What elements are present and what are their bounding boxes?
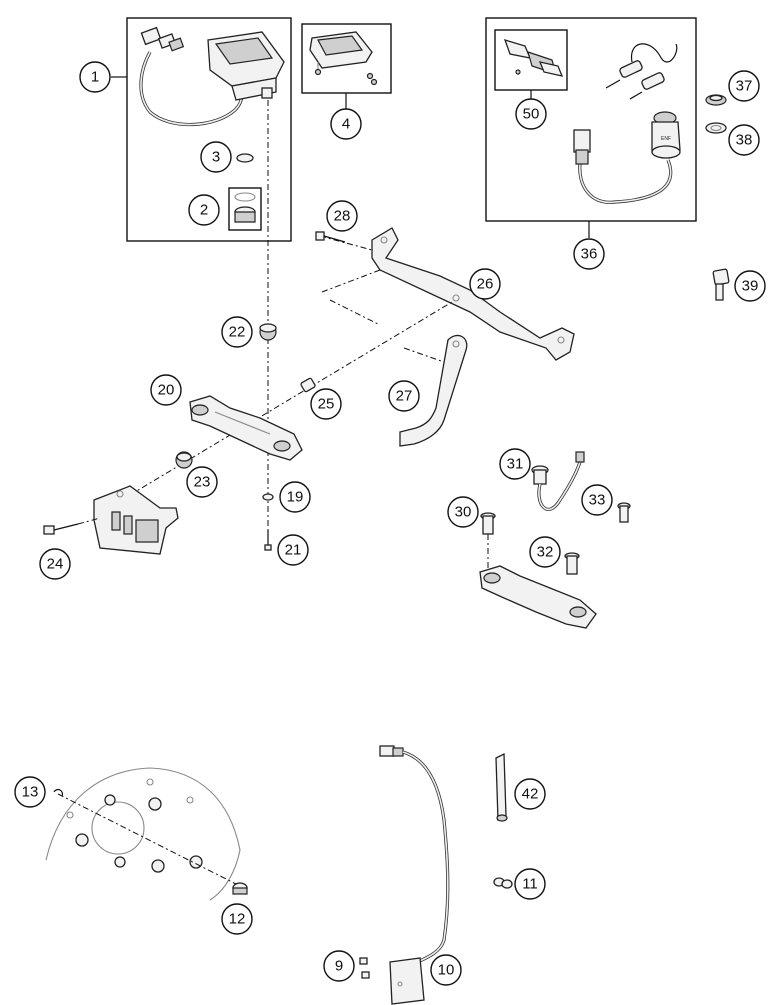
callout-21: 21 xyxy=(277,534,309,566)
ignition-keys-part xyxy=(605,43,678,100)
plug-32-part xyxy=(564,552,580,575)
screw-21-part xyxy=(264,530,272,551)
svg-text:28: 28 xyxy=(334,208,351,225)
callout-25: 25 xyxy=(310,388,342,420)
bolt-24-part xyxy=(43,523,79,535)
svg-text:27: 27 xyxy=(396,388,413,405)
callout-33: 33 xyxy=(581,484,613,516)
svg-text:24: 24 xyxy=(47,556,64,573)
callout-2: 2 xyxy=(188,194,220,226)
svg-text:1: 1 xyxy=(91,69,99,86)
callout-39: 39 xyxy=(734,270,766,302)
circlip-13-part xyxy=(53,788,64,797)
speedometer-kit-box xyxy=(126,17,292,242)
svg-text:32: 32 xyxy=(537,544,554,561)
svg-text:12: 12 xyxy=(229,911,246,928)
ignition-lock-kit-box xyxy=(485,17,697,222)
callout-22: 22 xyxy=(221,316,253,348)
callout-23: 23 xyxy=(186,466,218,498)
callout-12: 12 xyxy=(221,903,253,935)
cap-part xyxy=(236,153,254,163)
callout-10: 10 xyxy=(430,954,462,986)
svg-text:33: 33 xyxy=(589,492,606,509)
plate-24-part xyxy=(93,485,179,555)
callout-27: 27 xyxy=(388,380,420,412)
svg-text:26: 26 xyxy=(477,276,494,293)
spacer-25-part xyxy=(300,377,316,393)
clamp-bracket-32-part xyxy=(479,565,597,629)
svg-text:3: 3 xyxy=(212,149,220,166)
ignition-marking: ENF xyxy=(661,136,671,142)
brake-disc-part xyxy=(45,767,241,901)
callout-9: 9 xyxy=(323,950,355,982)
clamp-bracket-20-part xyxy=(189,395,303,461)
clip-11-part xyxy=(493,877,513,889)
callout-3: 3 xyxy=(200,141,232,173)
svg-text:36: 36 xyxy=(581,246,598,263)
screws-9-part xyxy=(359,957,370,979)
svg-text:38: 38 xyxy=(736,132,753,149)
plug-33-part xyxy=(617,502,631,523)
callout-36: 36 xyxy=(573,238,605,270)
svg-text:30: 30 xyxy=(455,504,472,521)
callout-4: 4 xyxy=(330,108,362,140)
svg-text:4: 4 xyxy=(342,116,350,133)
svg-text:25: 25 xyxy=(318,396,335,413)
callout-24: 24 xyxy=(39,548,71,580)
callout-19: 19 xyxy=(279,481,311,513)
callout-20: 20 xyxy=(150,374,182,406)
svg-text:2: 2 xyxy=(200,202,208,219)
plug-30-part xyxy=(480,512,496,535)
ignition-switch-part: ENF xyxy=(573,111,681,204)
callout-11: 11 xyxy=(514,868,546,900)
callout-13: 13 xyxy=(14,776,46,808)
callout-42: 42 xyxy=(514,778,546,810)
svg-text:20: 20 xyxy=(158,382,175,399)
callout-50: 50 xyxy=(515,98,547,130)
svg-text:39: 39 xyxy=(742,278,759,295)
grommet-part xyxy=(228,187,262,231)
svg-text:31: 31 xyxy=(507,456,524,473)
svg-text:9: 9 xyxy=(335,958,343,975)
svg-text:11: 11 xyxy=(522,876,538,893)
sensor-12-part xyxy=(232,882,248,895)
svg-text:10: 10 xyxy=(438,962,455,979)
display-part xyxy=(309,31,378,86)
svg-text:19: 19 xyxy=(287,489,304,506)
svg-text:23: 23 xyxy=(194,474,211,491)
callout-1: 1 xyxy=(79,61,111,93)
callout-26: 26 xyxy=(469,268,501,300)
callout-28: 28 xyxy=(326,200,358,232)
washer-ring-part xyxy=(705,122,727,134)
svg-text:13: 13 xyxy=(22,784,39,801)
cable-tie-42-part xyxy=(495,752,508,822)
bolt-28-part xyxy=(315,231,346,243)
lock-cylinder-part xyxy=(503,39,564,77)
switch-31-part xyxy=(531,451,585,511)
callout-31: 31 xyxy=(499,448,531,480)
svg-text:42: 42 xyxy=(522,786,539,803)
svg-text:21: 21 xyxy=(285,542,302,559)
callout-37: 37 xyxy=(728,70,760,102)
washer-19-part xyxy=(262,493,274,501)
callout-30: 30 xyxy=(447,496,479,528)
speedometer-part xyxy=(139,26,285,127)
svg-text:50: 50 xyxy=(523,106,540,123)
callout-32: 32 xyxy=(529,536,561,568)
svg-text:37: 37 xyxy=(736,78,753,95)
side-bracket-part xyxy=(399,334,468,447)
speed-sensor-cable-part xyxy=(379,745,450,1005)
svg-text:22: 22 xyxy=(229,324,246,341)
callout-38: 38 xyxy=(728,124,760,156)
spare-key-part xyxy=(712,268,730,301)
